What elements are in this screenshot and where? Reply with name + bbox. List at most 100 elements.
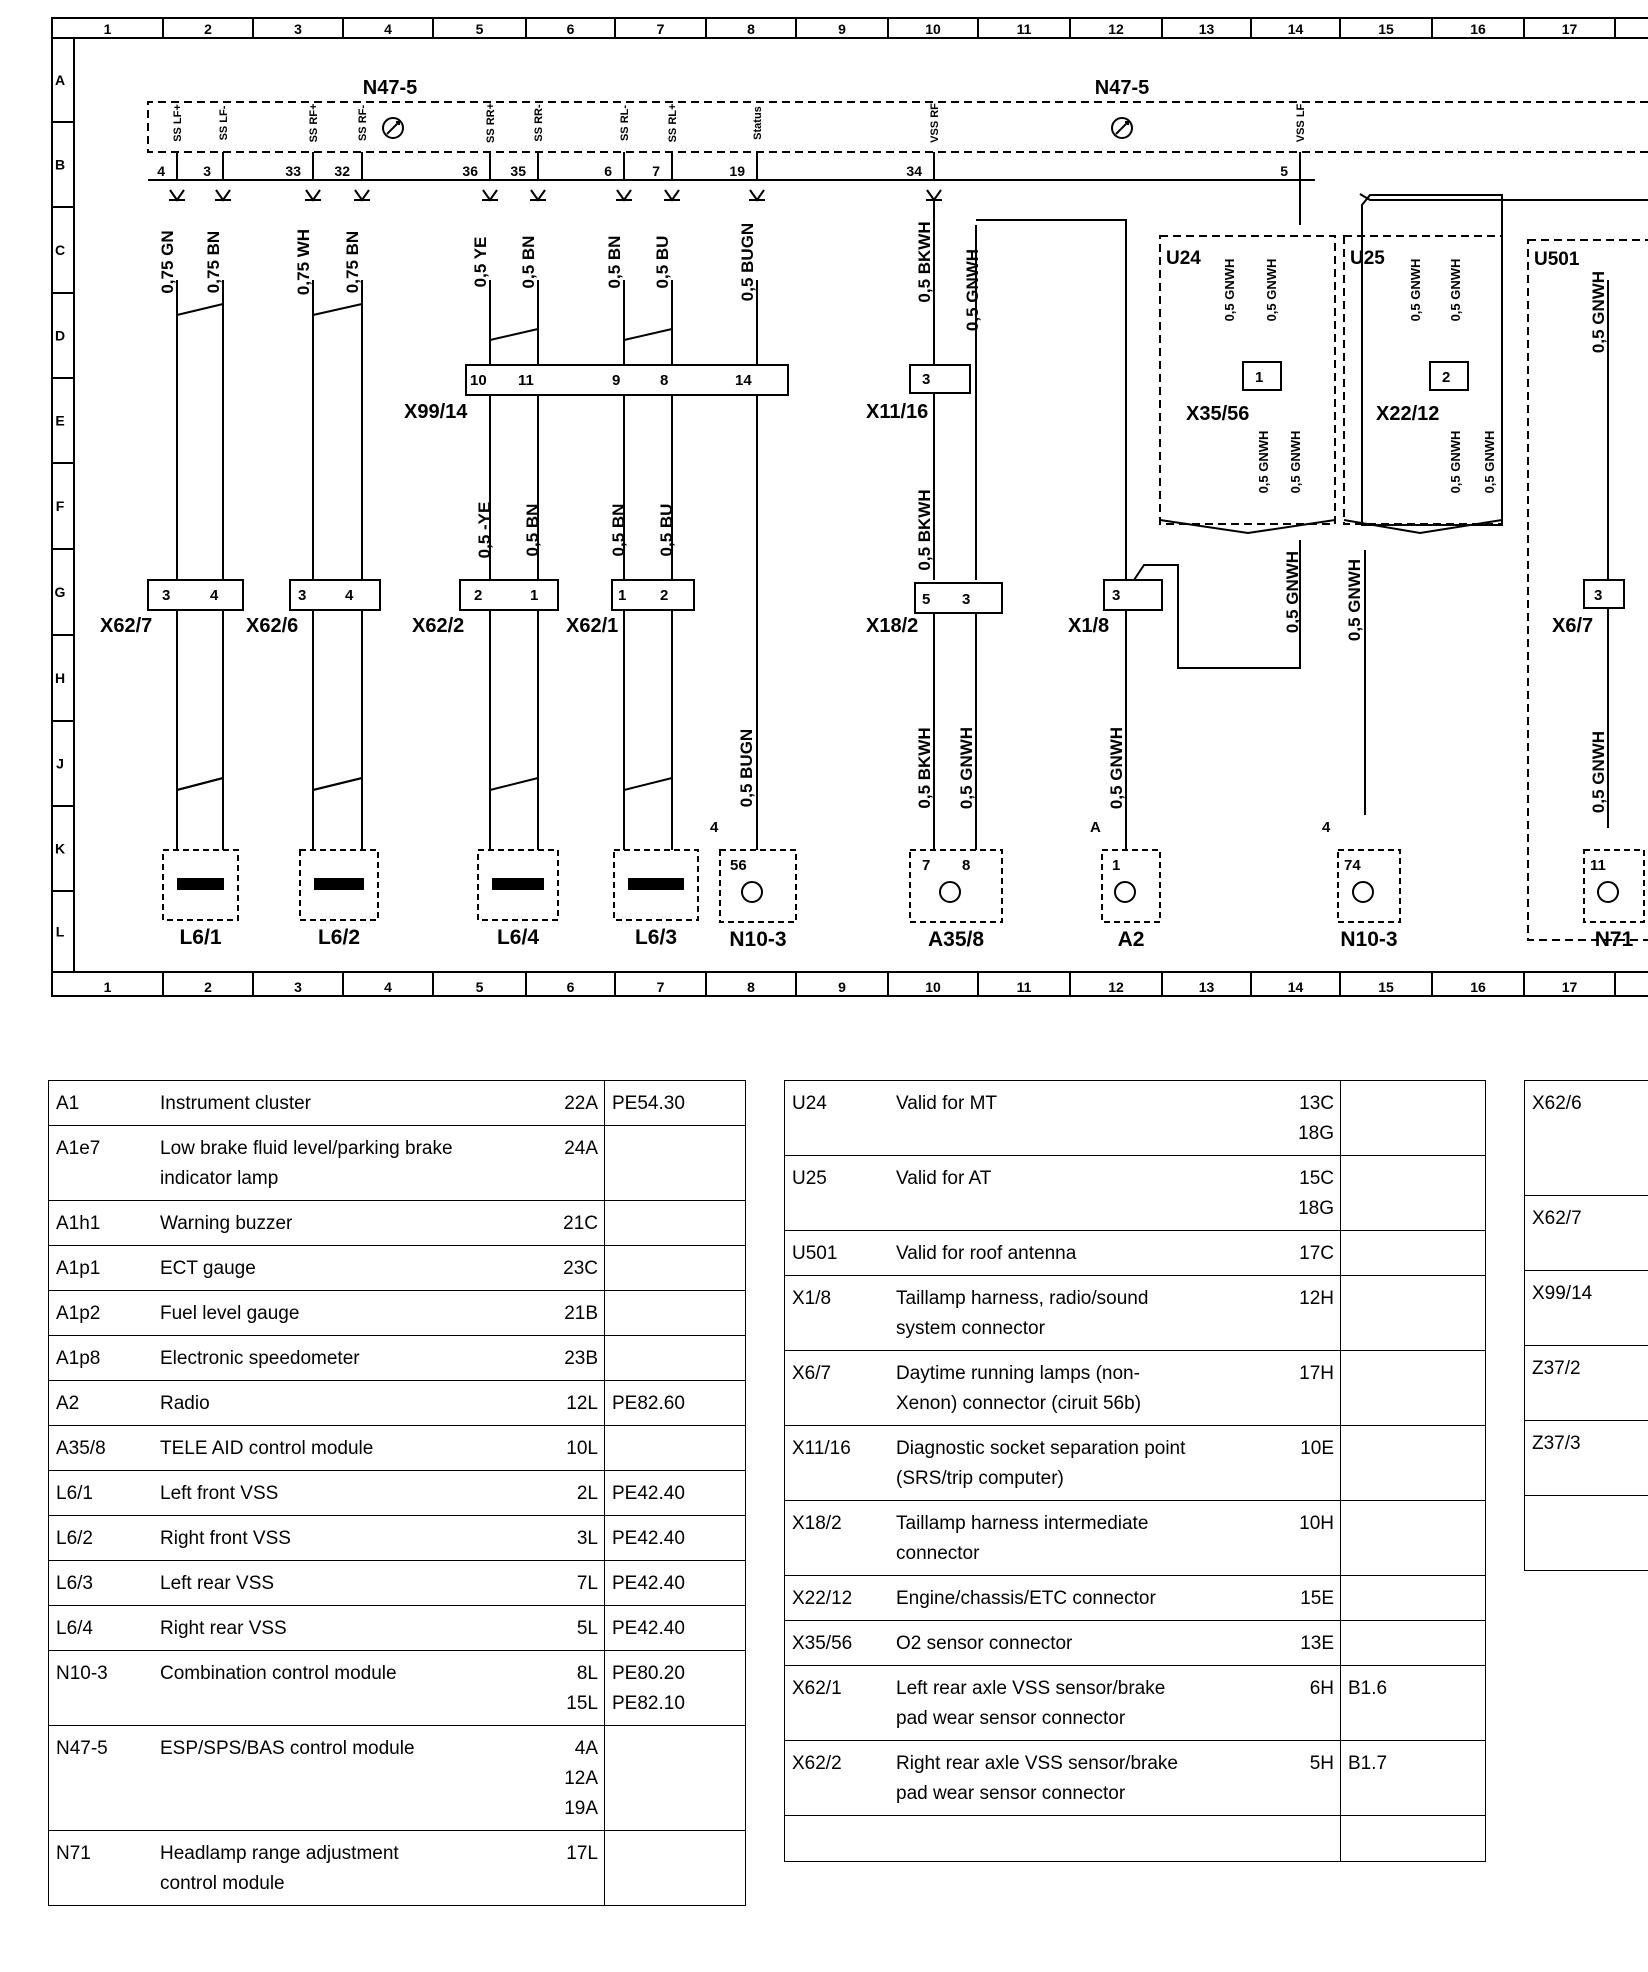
- legend-location: 13E: [1283, 1620, 1341, 1666]
- pin-number: 1: [530, 587, 538, 604]
- legend-code-text: N71: [56, 1843, 91, 1864]
- legend-code-text: N10-3: [56, 1663, 108, 1684]
- pin-signal: SS RR-: [533, 104, 545, 142]
- box-label: U24: [1166, 248, 1201, 269]
- legend-reference: [604, 1290, 746, 1336]
- legend-code-text: X62/7: [1532, 1208, 1582, 1229]
- wire-label: 0,75 BN: [204, 231, 223, 293]
- legend-code-text: X62/2: [792, 1753, 842, 1774]
- connector-label: X62/6: [246, 615, 298, 637]
- legend-description: [889, 1815, 1283, 1862]
- legend-reference: [604, 1200, 746, 1246]
- box-label: U25: [1350, 248, 1385, 269]
- pin-number: 35: [510, 163, 526, 179]
- wire-arrow: [482, 189, 498, 202]
- twist-mark: [489, 777, 539, 791]
- column-number: 9: [838, 979, 846, 995]
- legend-code-text: L6/4: [56, 1618, 93, 1639]
- legend-code: L6/4: [48, 1605, 153, 1651]
- wire-label: 0,5 BN: [523, 504, 542, 557]
- wiring-diagram: 1122334455667788991010111112121313141415…: [51, 17, 1648, 997]
- legend-code-text: A1p1: [56, 1258, 101, 1279]
- pin-number: 3: [962, 591, 970, 608]
- legend-description-text: Fuel level gauge: [160, 1303, 300, 1324]
- legend-location-text: 15E: [1300, 1588, 1334, 1609]
- pin-number: 4: [345, 587, 354, 604]
- legend-code-text: Z37/3: [1532, 1433, 1581, 1454]
- legend-code: N47-5: [48, 1725, 153, 1831]
- legend-location-text: 19A: [564, 1798, 598, 1819]
- pin-number: 3: [1594, 587, 1602, 604]
- wire-arrow: [616, 189, 632, 202]
- legend-reference-text: PE54.30: [612, 1093, 685, 1114]
- wire-arrow: [169, 189, 185, 202]
- legend-code: [1524, 1495, 1648, 1571]
- legend-location-text: 22A: [564, 1093, 598, 1114]
- legend-location-text: 6H: [1309, 1678, 1334, 1699]
- legend-location: 17L: [547, 1830, 605, 1906]
- wire-label: 0,5 GNWH: [1283, 551, 1302, 633]
- connector-label: X6/7: [1552, 615, 1593, 637]
- legend-location-text: 10E: [1300, 1438, 1334, 1459]
- legend-location: 5H: [1283, 1740, 1341, 1816]
- box-u25: [1343, 235, 1503, 525]
- pin-signal: VSS LF: [1295, 103, 1307, 142]
- legend-description-text: Right front VSS: [160, 1528, 291, 1549]
- legend-code: U25: [784, 1155, 889, 1231]
- legend-reference: [604, 1725, 746, 1831]
- legend-location: [1283, 1815, 1341, 1862]
- column-number: 10: [925, 21, 941, 37]
- legend-location: 6H: [1283, 1665, 1341, 1741]
- pin-number: 7: [922, 857, 930, 874]
- row-letter: H: [55, 670, 65, 686]
- column-number: 10: [925, 979, 941, 995]
- legend-code-text: X62/1: [792, 1678, 842, 1699]
- component-box: [1101, 849, 1161, 923]
- transistor-symbol: [1114, 881, 1136, 903]
- module-n47-5-outline: [147, 101, 1648, 153]
- legend-code: X99/14: [1524, 1270, 1648, 1346]
- legend-location: 22A: [547, 1080, 605, 1126]
- vss-sensor: [162, 849, 239, 921]
- legend-description-text: Taillamp harness intermediate: [896, 1513, 1149, 1534]
- legend-reference-text: PE80.20: [612, 1663, 685, 1684]
- legend-location-text: 10H: [1299, 1513, 1334, 1534]
- legend-description-text: Diagnostic socket separation point: [896, 1438, 1186, 1459]
- connector-label: X62/7: [100, 615, 152, 637]
- row-letter: E: [55, 413, 64, 429]
- pin-number: 4: [210, 587, 219, 604]
- legend-reference: [1340, 1620, 1486, 1666]
- wire-label: 0,5 GNWH: [957, 727, 976, 809]
- component-label: A35/8: [928, 928, 984, 951]
- legend-description-text: Left front VSS: [160, 1483, 279, 1504]
- wire-label: 0,5 BKWH: [915, 221, 934, 302]
- legend-description-text: Combination control module: [160, 1663, 397, 1684]
- pin-signal: VSS RF: [929, 103, 941, 143]
- wire: [1359, 193, 1648, 201]
- wire-label: 0,5 BU: [657, 504, 676, 557]
- legend-code: A35/8: [48, 1425, 153, 1471]
- legend-reference: PE42.40: [604, 1605, 746, 1651]
- legend-code: L6/1: [48, 1470, 153, 1516]
- pin-signal: SS RR+: [485, 103, 497, 143]
- component-box: [1337, 849, 1401, 923]
- legend-location-text: 18G: [1298, 1123, 1334, 1144]
- box-label: U501: [1534, 249, 1580, 270]
- legend-reference: [604, 1335, 746, 1381]
- pin-number: 5: [1280, 163, 1288, 179]
- wire-label: 0,5 GNWH: [1482, 431, 1497, 494]
- legend-description: Right rear VSS: [153, 1605, 547, 1651]
- component-label: L6/3: [635, 926, 677, 949]
- column-number: 8: [747, 21, 755, 37]
- legend-reference: [1340, 1155, 1486, 1231]
- legend-code-text: A35/8: [56, 1438, 106, 1459]
